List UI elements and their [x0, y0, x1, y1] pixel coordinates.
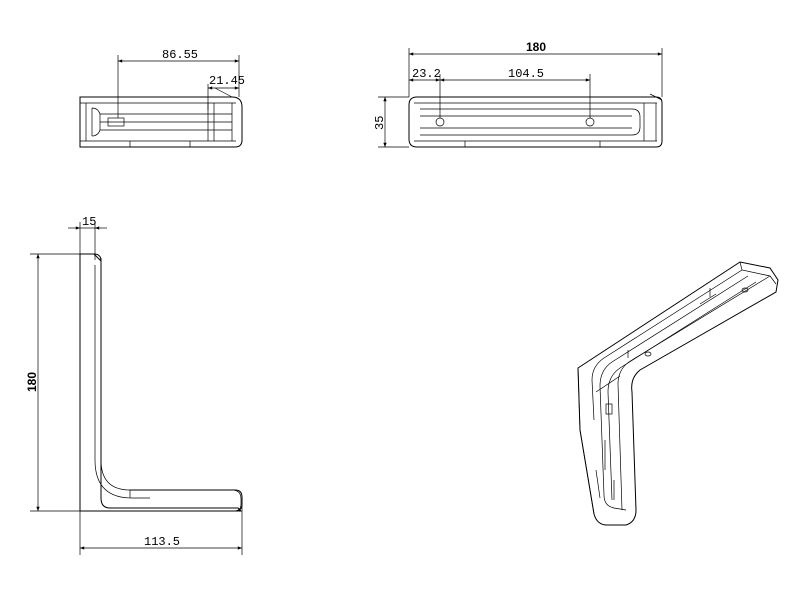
mounting-hole [435, 117, 445, 127]
dim-180-top: 180 [526, 40, 546, 54]
dim-104-5: 104.5 [508, 67, 544, 81]
top-left-view: 86.55 21.45 [79, 48, 245, 148]
top-right-outline [408, 93, 663, 148]
top-right-view: 180 23.2 104.5 35 [373, 40, 663, 148]
dim-21-45: 21.45 [209, 74, 245, 88]
dim-35: 35 [373, 116, 387, 130]
dim-86-55: 86.55 [162, 48, 198, 62]
top-left-outline [79, 87, 243, 148]
side-view-dimensions: 15 180 113.5 [25, 215, 243, 555]
side-view: 15 180 113.5 [25, 215, 243, 555]
dim-23-2: 23.2 [412, 67, 441, 81]
side-view-outline [79, 253, 243, 512]
mounting-hole [585, 117, 595, 127]
top-right-dimensions: 180 23.2 104.5 35 [373, 40, 663, 148]
dim-15: 15 [82, 215, 96, 229]
dim-180-side: 180 [25, 372, 39, 392]
isometric-view [577, 261, 779, 526]
top-left-dimensions: 86.55 21.45 [117, 48, 245, 118]
dim-113-5: 113.5 [144, 535, 180, 549]
